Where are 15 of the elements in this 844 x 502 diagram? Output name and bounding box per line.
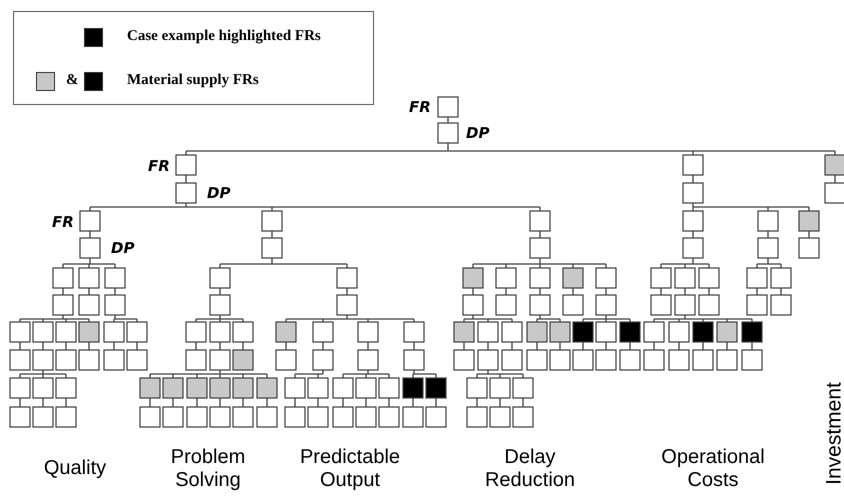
functional-requirement-label: FR (148, 157, 170, 175)
ampersand-text: & (66, 72, 78, 89)
category-label: Problem Solving (170, 446, 246, 492)
category-label: Predictable Output (298, 446, 402, 492)
category-label: Quality (42, 457, 108, 480)
category-label: Operational Costs (660, 446, 766, 492)
design-parameter-label: DP (111, 239, 134, 257)
design-parameter-label: DP (207, 184, 230, 202)
legend-text: Material supply FRs (127, 72, 259, 89)
category-label: Investment (822, 381, 844, 487)
legend-text: Case example highlighted FRs (127, 28, 321, 45)
design-parameter-label: DP (466, 124, 490, 142)
functional-requirement-label: FR (409, 98, 431, 116)
functional-requirement-label: FR (52, 213, 74, 231)
category-label: Delay Reduction (484, 446, 576, 492)
